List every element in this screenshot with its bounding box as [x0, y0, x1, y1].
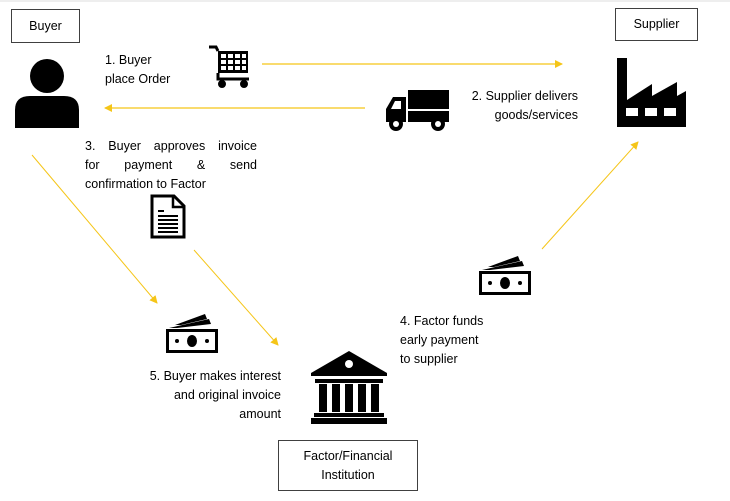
factor-label-line-1: Factor/Financial — [303, 448, 393, 463]
factor-label-line-2: Institution — [321, 467, 375, 482]
arrow-invoice-to-factor — [193, 249, 279, 346]
step-1-label: 1. Buyer place Order — [105, 51, 170, 89]
step-3-line-1: 3. Buyer approves invoice — [85, 139, 257, 153]
factory-icon — [617, 58, 686, 127]
step-5-line-2: and original invoice — [173, 388, 281, 402]
step-3-line-2: for payment & send — [85, 158, 257, 172]
step-2-line-1: 2. Supplier delivers — [471, 89, 578, 103]
step-2-label: 2. Supplier delivers goods/services — [466, 87, 578, 125]
money-icon — [479, 256, 531, 295]
step-4-line-1: 4. Factor funds — [400, 314, 484, 328]
person-icon — [15, 59, 79, 128]
step-1-line-2: place Order — [105, 72, 171, 86]
truck-icon — [386, 90, 449, 131]
document-icon — [150, 194, 186, 239]
step-5-line-3: amount — [239, 407, 281, 421]
step-4-label: 4. Factor funds early payment to supplie… — [400, 312, 483, 369]
arrow-buyer-to-money — [31, 154, 158, 304]
arrow-factor-to-supplier — [541, 141, 639, 250]
supplier-label-box: Supplier — [615, 8, 698, 41]
step-2-line-2: goods/services — [494, 108, 578, 122]
supplier-label: Supplier — [633, 17, 680, 31]
step-5-label: 5. Buyer makes interest and original inv… — [130, 367, 281, 424]
step-3-label: 3. Buyer approves invoice for payment & … — [85, 137, 257, 194]
step-4-line-3: to supplier — [400, 352, 458, 366]
bank-icon — [311, 351, 387, 424]
step-3-line-3: confirmation to Factor — [85, 177, 206, 191]
factor-label-box: Factor/Financial Institution — [278, 440, 418, 491]
step-1-line-1: 1. Buyer — [105, 53, 152, 67]
buyer-label-box: Buyer — [11, 9, 80, 43]
buyer-label: Buyer — [29, 18, 62, 33]
step-4-line-2: early payment — [400, 333, 479, 347]
shopping-cart-icon — [209, 45, 249, 88]
top-border — [0, 0, 730, 2]
money-icon — [166, 314, 218, 353]
step-5-line-1: 5. Buyer makes interest — [149, 369, 281, 383]
